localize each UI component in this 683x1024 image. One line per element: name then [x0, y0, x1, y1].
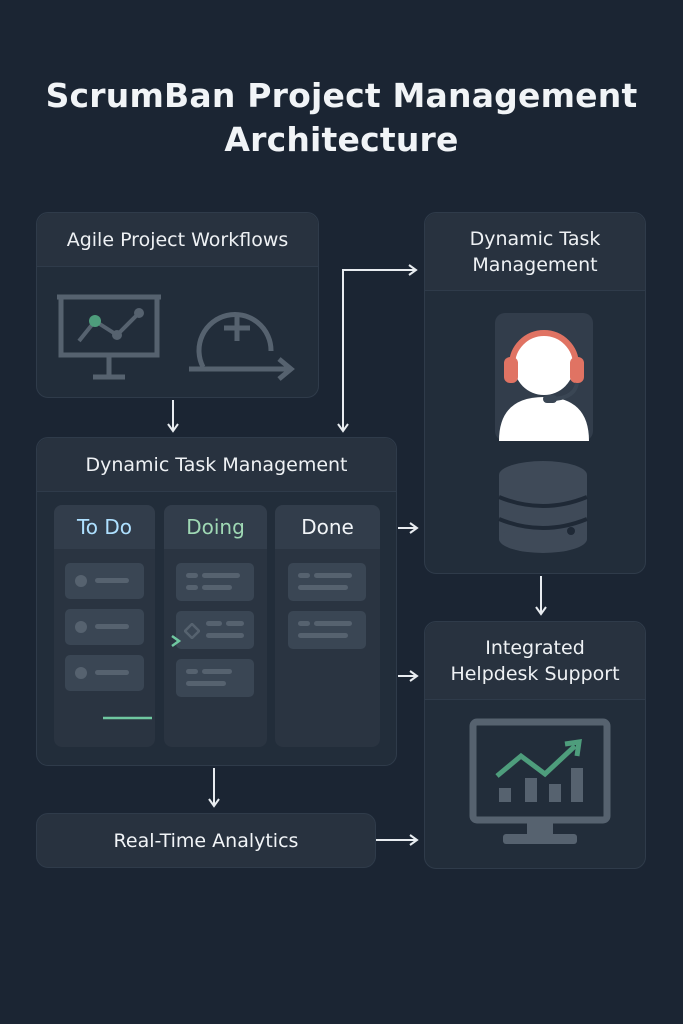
dynamic-task-right-header: Dynamic Task Management: [425, 213, 645, 291]
column-doing: Doing: [164, 505, 267, 747]
task-card[interactable]: [65, 609, 144, 645]
arrow-dynamic-to-helpdesk: [535, 576, 547, 616]
agile-workflows-label: Agile Project Workflows: [66, 228, 289, 251]
task-card[interactable]: [176, 563, 254, 601]
helpdesk-header: Integrated Helpdesk Support: [425, 622, 645, 700]
column-doing-label: Doing: [186, 515, 245, 539]
analytics-card[interactable]: Real-Time Analytics: [36, 813, 376, 868]
arrow-board-to-helpdesk: [398, 670, 419, 682]
cycle-add-icon: [189, 312, 295, 381]
task-card[interactable]: [288, 563, 366, 601]
page-title: ScrumBan Project Management Architecture: [0, 74, 683, 162]
column-todo-header: To Do: [54, 505, 155, 549]
kanban-board-card: Dynamic Task Management To Do Doing: [36, 437, 397, 766]
column-todo: To Do: [54, 505, 155, 747]
analytics-label: Real-Time Analytics: [113, 829, 299, 852]
kanban-board-header: Dynamic Task Management: [37, 438, 396, 492]
dynamic-task-card-right: Dynamic Task Management: [424, 212, 646, 574]
database-icon: [498, 461, 588, 553]
title-line-1: ScrumBan Project Management: [45, 76, 638, 115]
arrow-analytics-to-helpdesk: [376, 834, 419, 846]
monitor-chart-icon: [469, 718, 611, 844]
kanban-board-label: Dynamic Task Management: [85, 453, 348, 476]
agile-workflows-card: Agile Project Workflows: [36, 212, 319, 398]
diamond-icon: [184, 623, 200, 639]
dynamic-task-right-line-1: Dynamic Task: [469, 227, 601, 250]
arrow-board-to-dynamic-right: [337, 264, 418, 433]
task-card[interactable]: [288, 611, 366, 649]
agile-workflows-header: Agile Project Workflows: [37, 213, 318, 267]
column-done-label: Done: [301, 515, 354, 539]
title-line-2: Architecture: [224, 120, 459, 159]
task-card[interactable]: [176, 659, 254, 697]
column-todo-label: To Do: [76, 515, 133, 539]
helpdesk-card: Integrated Helpdesk Support: [424, 621, 646, 869]
column-done-header: Done: [275, 505, 380, 549]
task-card[interactable]: [65, 655, 144, 691]
presentation-chart-icon: [57, 294, 161, 380]
task-card-in-progress[interactable]: [176, 611, 254, 649]
column-doing-header: Doing: [164, 505, 267, 549]
support-agent-icon: [495, 313, 593, 441]
dynamic-task-right-line-2: Management: [472, 253, 598, 276]
task-card[interactable]: [65, 563, 144, 599]
helpdesk-line-2: Helpdesk Support: [450, 662, 620, 685]
column-done: Done: [275, 505, 380, 747]
arrow-board-to-right-1: [398, 522, 419, 534]
arrow-board-to-analytics: [208, 768, 220, 808]
arrow-agile-to-board: [167, 400, 179, 433]
workflow-progress-arrow: [103, 634, 182, 720]
helpdesk-line-1: Integrated: [485, 636, 585, 659]
